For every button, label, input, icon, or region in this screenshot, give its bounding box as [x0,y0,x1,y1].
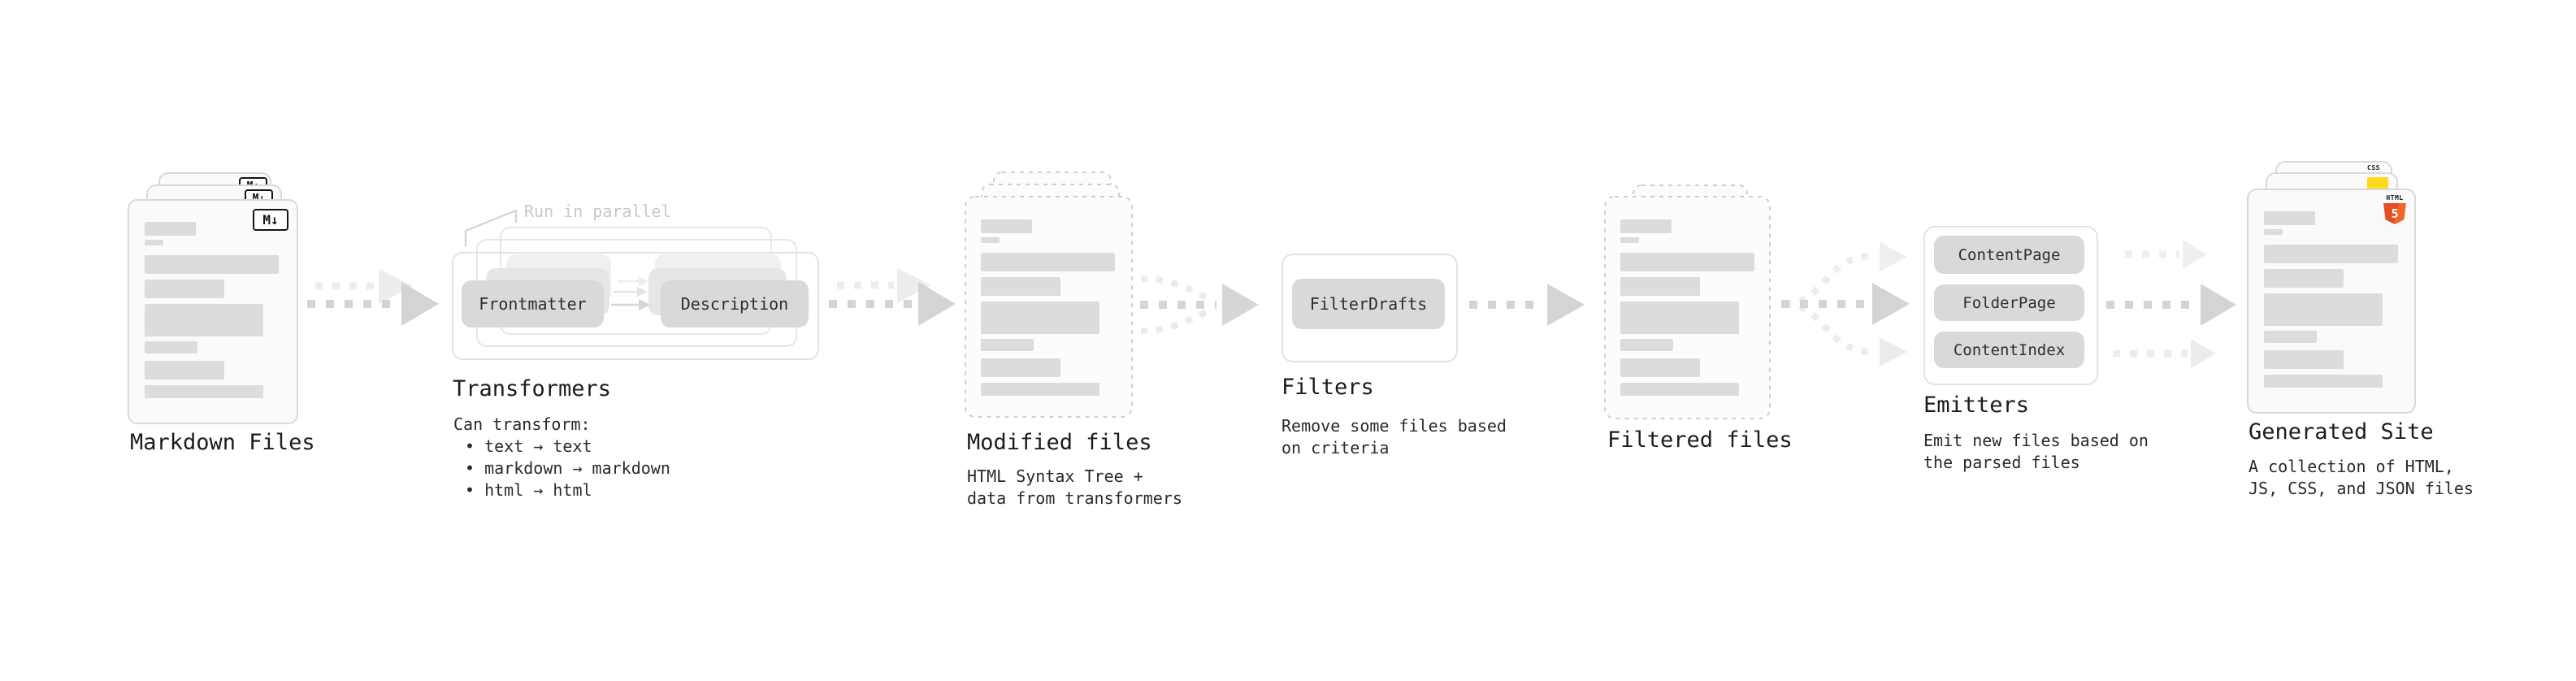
placeholder-bar [1620,383,1739,396]
placeholder-bar [2264,350,2344,369]
arrow-filters-to-filtered [1469,284,1585,326]
modified-files-desc-line1: HTML Syntax Tree + [967,466,1143,486]
js-file-icon [2367,177,2388,189]
placeholder-bar [2264,331,2317,343]
html5-icon: HTML 5 [2383,194,2407,224]
placeholder-bar [2264,211,2315,225]
generated-site-desc-line2: JS, CSS, and JSON files [2249,479,2474,498]
run-in-parallel-leader-line [464,209,518,246]
contentpage-pill-label: ContentPage [1958,245,2061,264]
arrow-filtered-to-emitters [1781,242,1910,367]
placeholder-bar [1620,277,1700,296]
arrow-markdown-to-transformers [307,269,439,326]
css-badge-text: CSS [2367,164,2380,171]
document-placeholder-lines [145,222,281,398]
placeholder-bar [1620,237,1639,243]
placeholder-bar [2264,245,2398,263]
emitters-desc-line1: Emit new files based on [1923,431,2149,450]
emitter-pill-contentpage: ContentPage [1934,236,2084,274]
generated-site-heading: Generated Site [2249,419,2434,445]
markdown-badge-text: M↓ [262,212,279,228]
placeholder-bar [145,255,279,274]
transformer-pill-description: Description [661,280,809,327]
transformer-parallel-arrows [611,276,650,310]
placeholder-bar [145,361,224,380]
arrow-emitters-to-site [2106,240,2236,368]
placeholder-bar [1620,301,1739,334]
html5-logo-number: 5 [2391,206,2399,221]
transformer-pill-frontmatter: Frontmatter [462,280,604,327]
frontmatter-pill-label: Frontmatter [479,294,587,314]
transformers-bullet: • html → html [465,480,592,500]
emitters-heading: Emitters [1923,393,2030,418]
markdown-file-front: M↓ [128,199,298,424]
placeholder-bar [145,280,224,298]
filters-desc-line2: on criteria [1281,438,1390,458]
placeholder-bar [145,385,263,398]
placeholder-bar [981,383,1099,396]
placeholder-bar [1620,253,1754,271]
generated-site-desc-line1: A collection of HTML, [2249,457,2454,476]
placeholder-bar [2264,269,2344,288]
filters-heading: Filters [1281,375,1374,400]
arrow-transformers-to-modified [829,268,956,326]
arrow-modified-to-filters [1140,275,1259,334]
placeholder-bar [981,358,1060,377]
transformers-bullet: • markdown → markdown [465,458,670,478]
placeholder-bar [1620,358,1700,377]
placeholder-bar [145,341,197,354]
filters-desc-line1: Remove some files based [1281,416,1507,436]
placeholder-bar [145,240,163,245]
document-placeholder-lines [981,219,1117,396]
document-placeholder-lines [2264,211,2399,388]
placeholder-bar [2264,229,2283,235]
placeholder-bar [981,237,1000,243]
markdown-files-label: Markdown Files [130,430,315,455]
placeholder-bar [2264,293,2383,326]
filterdrafts-pill-label: FilterDrafts [1309,294,1428,314]
placeholder-bar [981,339,1034,351]
stage-generated-site: CSS HTML 5 [2247,161,2416,414]
placeholder-bar [145,222,196,236]
modified-files-heading: Modified files [967,430,1152,455]
contentindex-pill-label: ContentIndex [1953,340,2066,359]
transformers-heading: Transformers [453,376,612,401]
transformers-desc-title: Can transform: [453,414,591,434]
markdown-file-icon: M↓ [253,209,288,231]
modified-files-desc-line2: data from transformers [967,488,1182,508]
placeholder-bar [2264,375,2383,388]
html5-logo-text: HTML [2386,194,2404,202]
document-placeholder-lines [1620,219,1754,396]
placeholder-bar [145,304,263,336]
placeholder-bar [1620,339,1673,351]
placeholder-bar [981,277,1060,296]
placeholder-bar [981,253,1115,271]
description-pill-label: Description [680,294,789,314]
filtered-files-heading: Filtered files [1607,427,1793,453]
placeholder-bar [981,219,1032,233]
emitters-desc-line2: the parsed files [1923,453,2080,472]
emitter-pill-contentindex: ContentIndex [1934,332,2084,368]
html-file-front: HTML 5 [2247,189,2416,414]
folderpage-pill-label: FolderPage [1962,293,2056,312]
emitter-pill-folderpage: FolderPage [1934,284,2084,321]
placeholder-bar [981,301,1099,334]
stage-markdown-files: M↓ M↓ M↓ [128,172,298,424]
run-in-parallel-annotation: Run in parallel [524,202,671,221]
placeholder-bar [1620,219,1672,233]
filter-pill-filterdrafts: FilterDrafts [1292,279,1445,329]
transformers-bullet: • text → text [465,436,592,456]
